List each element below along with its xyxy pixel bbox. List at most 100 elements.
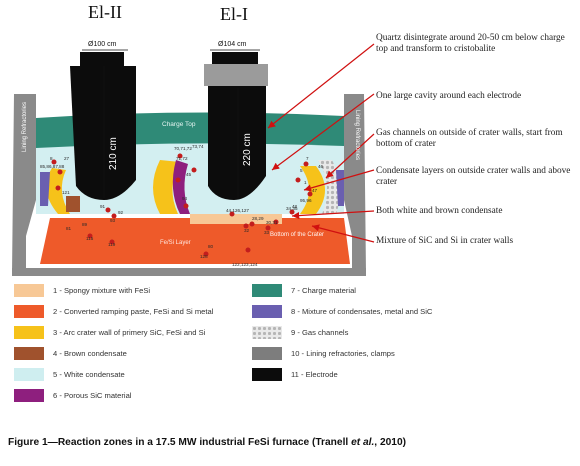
legend-item-lining: 10 - Lining refractories, clamps [252, 347, 395, 360]
electrode-length-right: 220 cm [242, 133, 253, 166]
note-quartz: Quartz disintegrate around 20-50 cm belo… [376, 33, 565, 54]
caption-italic: et al. [351, 437, 375, 448]
sample-point [265, 225, 271, 231]
legend-label: 4 - Brown condensate [53, 349, 127, 358]
legend-item-mixture: 8 - Mixture of condensates, metal and Si… [252, 305, 432, 318]
lining-right [344, 94, 366, 274]
legend-swatch [14, 326, 44, 339]
sample-label: 7 [306, 156, 309, 161]
sample-point [191, 167, 197, 173]
caption-suffix: , 2010) [374, 437, 406, 448]
furnace-bottom [12, 268, 366, 276]
note-arrow-1 [267, 43, 375, 129]
sample-label: 28,29 [252, 216, 264, 221]
sample-point [109, 239, 115, 245]
legend-swatch [14, 284, 44, 297]
legend-item-white-condensate: 5 - White condensate [14, 368, 125, 381]
note-arrow-3 [325, 133, 375, 179]
sample-label: 92 [118, 210, 124, 215]
sample-label: 85,86,87,88 [40, 164, 65, 169]
sample-label: 32 [244, 228, 250, 233]
sample-points [51, 153, 313, 257]
electrode-right-holder [204, 64, 268, 86]
sample-point [51, 159, 57, 165]
figure-caption: Figure 1—Reaction zones in a 17.5 MW ind… [8, 437, 406, 448]
sample-point [295, 177, 301, 183]
sample-label: 95,96 [300, 198, 312, 203]
legend-item-electrode: 11 - Electrode [252, 368, 338, 381]
sample-point [273, 219, 279, 225]
sample-label: 94 [182, 196, 188, 201]
sample-label: 30,31 [266, 220, 278, 225]
legend-item-gas-channels: 9 - Gas channels [252, 326, 348, 339]
legend-item-brown-condensate: 4 - Brown condensate [14, 347, 127, 360]
legend-item-porous-sic: 6 - Porous SiC material [14, 389, 132, 402]
sample-label: 34,35 [286, 206, 298, 211]
label-charge-top: Charge Top [162, 121, 196, 128]
electrode-right [208, 86, 266, 200]
label-lining-left: Lining Refractories [22, 102, 28, 152]
electrode-left-stem [80, 52, 124, 66]
legend-item-charge: 7 - Charge material [252, 284, 356, 297]
sample-label: 1 [304, 180, 307, 185]
legend-label: 10 - Lining refractories, clamps [291, 349, 395, 358]
note-arrow-2 [271, 93, 375, 171]
sample-point [289, 209, 295, 215]
legend-swatch [252, 326, 282, 339]
electrode-length-left: 210 cm [108, 137, 119, 170]
brown-condensate [66, 196, 80, 212]
legend-label: 11 - Electrode [291, 370, 338, 379]
legend-swatch [14, 368, 44, 381]
sample-label: 33 [264, 230, 270, 235]
legend-item-arc-crater: 3 - Arc crater wall of primery SiC, FeSi… [14, 326, 205, 339]
sample-label: 121 [62, 190, 70, 195]
sample-point [111, 213, 117, 219]
crater-wall-mid [153, 160, 180, 214]
legend-label: 7 - Charge material [291, 286, 356, 295]
sample-label: 48 [292, 204, 298, 209]
note-white-brown: Both white and brown condensate [376, 206, 503, 216]
sample-point [245, 247, 251, 253]
legend-label: 2 - Converted ramping paste, FeSi and Si… [53, 307, 214, 316]
electrode-name-right: El-I [220, 4, 248, 24]
mixture-left [40, 172, 50, 206]
sample-label: 128 [200, 254, 208, 259]
sample-point [175, 177, 181, 183]
legend-swatch [14, 389, 44, 402]
note-arrow-5 [291, 210, 375, 220]
note-gas-channels: Gas channels on outside of crater walls,… [376, 128, 563, 149]
legend-swatch [252, 347, 282, 360]
legend-label: 8 - Mixture of condensates, metal and Si… [291, 307, 433, 316]
sample-label: 91 [100, 204, 106, 209]
note-condensate-layers: Condensate layers on outside crater wall… [376, 166, 571, 187]
crater-wall-left [46, 168, 70, 214]
legend-swatch [14, 305, 44, 318]
sample-point [57, 169, 63, 175]
spongy-fesi [190, 214, 282, 224]
sample-point [303, 161, 309, 167]
legend-swatch [252, 305, 282, 318]
electrode-diameter-left: Ø100 cm [88, 41, 117, 48]
sample-label: 71,72 [176, 156, 188, 161]
sample-point [307, 191, 313, 197]
metal-layer [40, 218, 350, 264]
sample-label: 80 [208, 244, 214, 249]
sample-point [55, 185, 61, 191]
legend-swatch [252, 284, 282, 297]
sample-label: 81 [66, 226, 72, 231]
crater-wall-right [300, 166, 325, 214]
sample-label: 73,74 [192, 144, 204, 149]
legend: 1 - Spongy mixture with FeSi 2 - Convert… [14, 284, 574, 414]
sample-label: 122,123,124 [232, 262, 258, 267]
legend-label: 1 - Spongy mixture with FeSi [53, 286, 151, 295]
sample-point [203, 251, 209, 257]
electrode-name-left: El-II [88, 2, 122, 22]
label-bottom-crater: Bottom of the Crater [270, 232, 324, 238]
sample-point [105, 207, 111, 213]
label-metal-layer: Fe/Si Layer [160, 240, 191, 246]
electrode-right-stem [212, 52, 258, 64]
legend-swatch [252, 368, 282, 381]
legend-swatch [14, 347, 44, 360]
sample-label: 5 [300, 168, 303, 173]
